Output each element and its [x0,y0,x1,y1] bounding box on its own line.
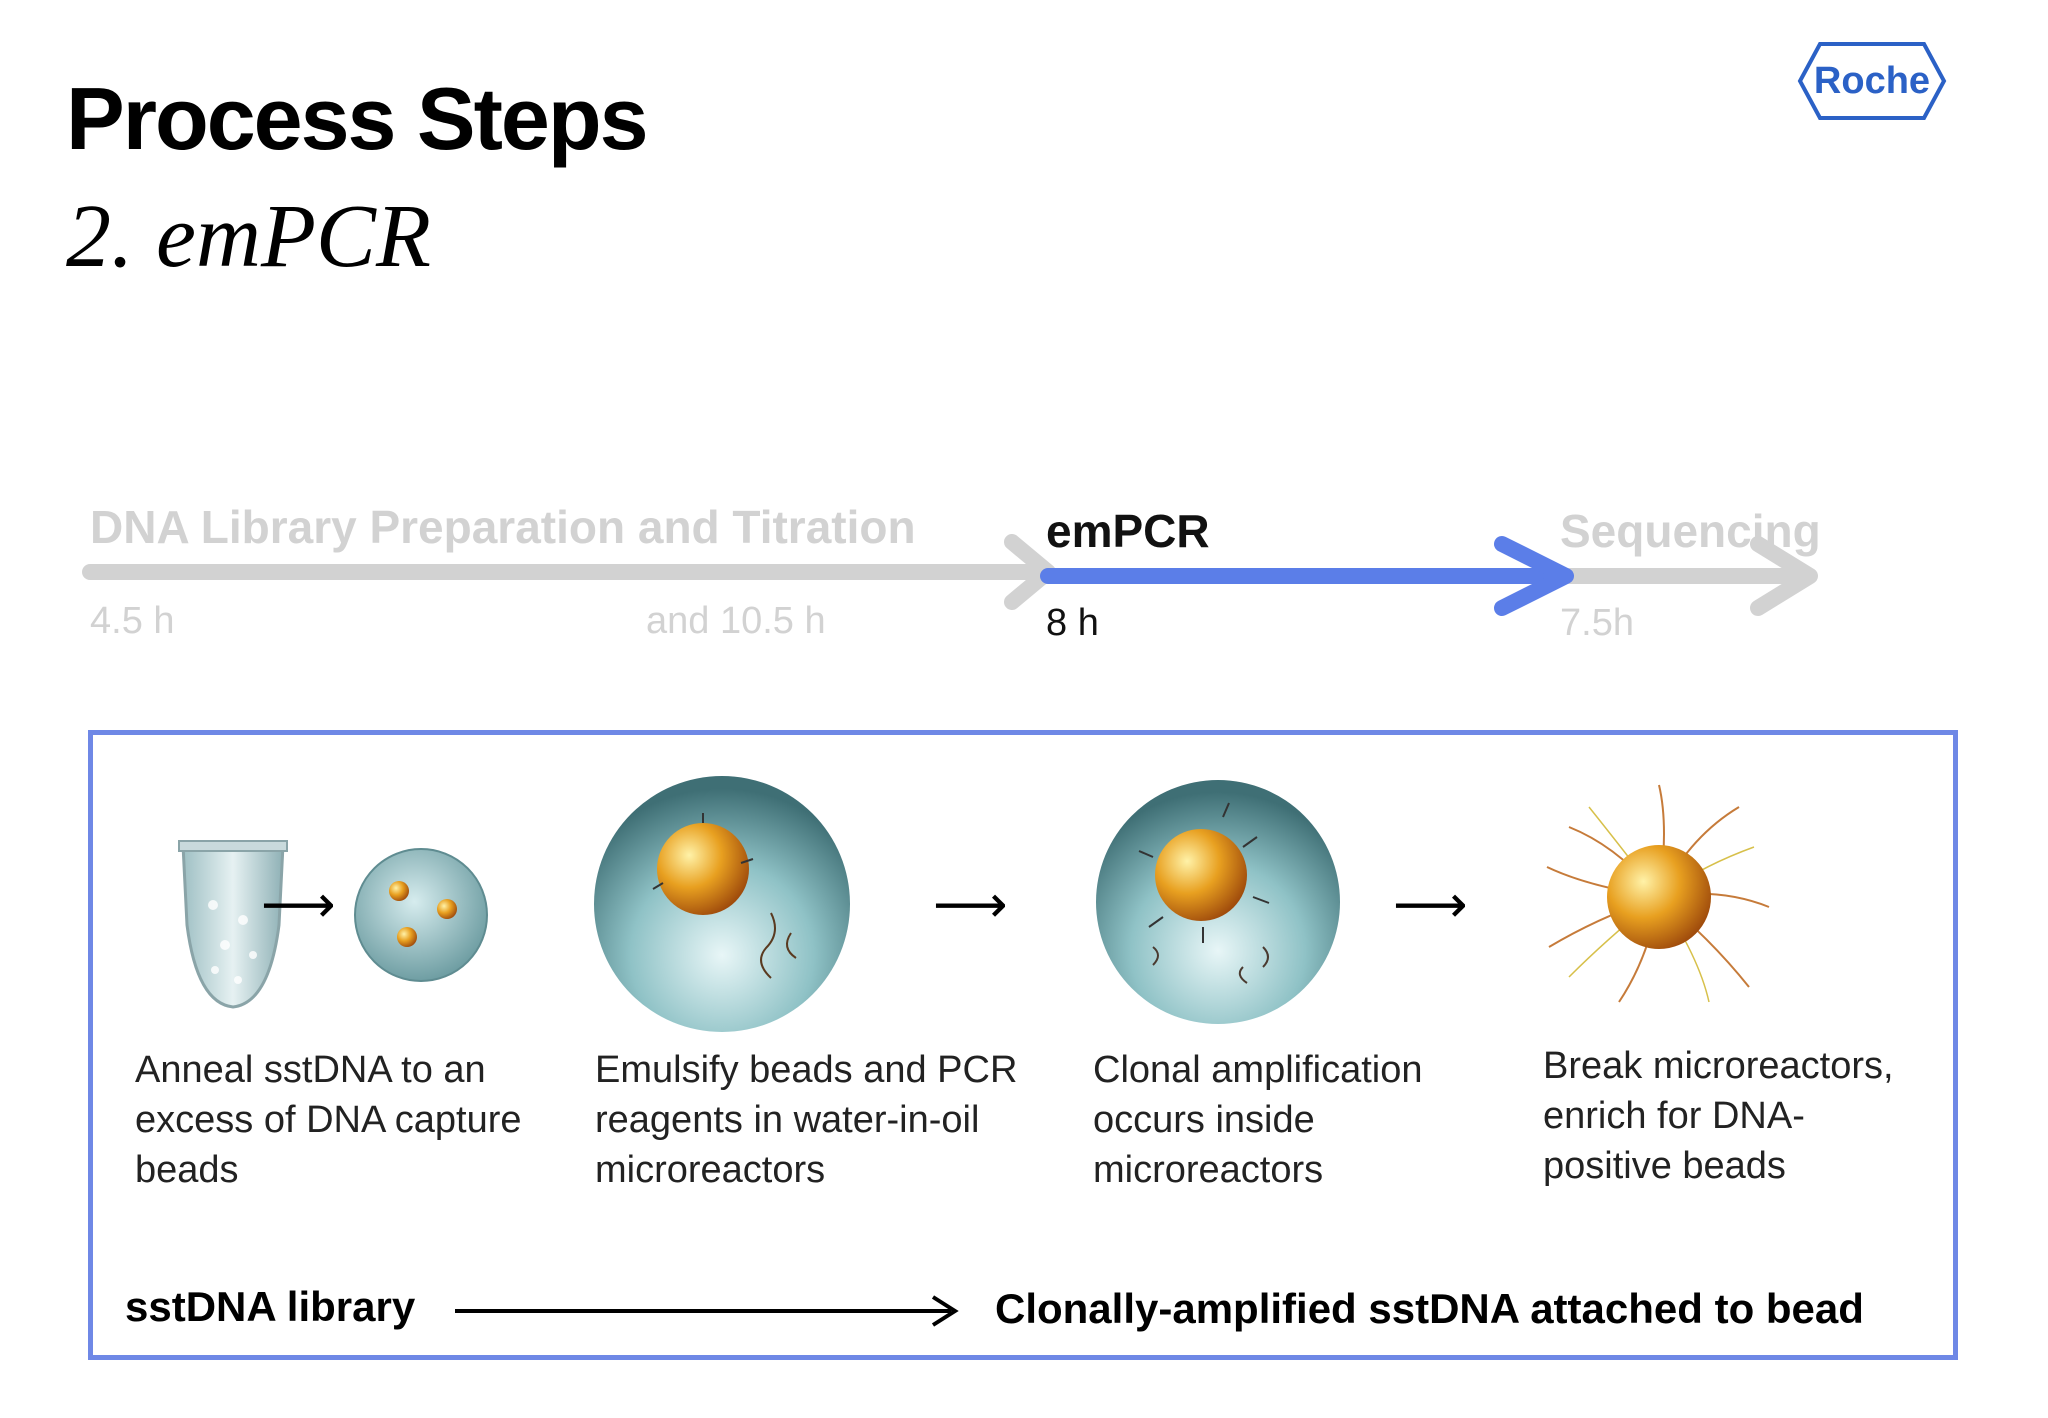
dna-bead-icon [1546,784,1770,1003]
stage-2-label: emPCR [1046,505,1210,557]
amplification-microreactor-icon [1096,780,1340,1024]
step-2-arrow: ⟶ [933,876,1008,934]
tube-icon [178,840,288,1009]
stage-1-time-end: and 10.5 h [646,600,826,642]
page-title: Process Steps [66,69,649,168]
microreactor-icon [594,776,850,1032]
stage-2-time: 8 h [1046,602,1099,644]
flow-arrow [455,1295,959,1327]
step-1-arrow: ⟶ [261,876,336,934]
timeline-arrows [82,534,1818,616]
stage-3-time: 7.5h [1560,602,1634,644]
step-1-text: Anneal sstDNA to an excess of DNA captur… [135,1049,522,1191]
stage-3-label: Sequencing [1560,505,1821,557]
page-subtitle: 2. emPCR [66,187,431,286]
stage-1-label: DNA Library Preparation and Titration [90,501,916,553]
roche-logo: Roche [1796,40,1948,122]
logo-label: Roche [1813,60,1931,102]
flow-start-label: sstDNA library [125,1283,416,1330]
process-panel: ⟶ [88,730,1958,1360]
step-4-text: Break microreactors, enrich for DNA-posi… [1543,1045,1894,1187]
stage-1-time-start: 4.5 h [90,600,175,642]
step-3-arrow: ⟶ [1393,876,1468,934]
step-2-text: Emulsify beads and PCR reagents in water… [595,1049,1018,1191]
stage-2-arrowhead [1494,536,1574,616]
process-timeline: DNA Library Preparation and Titration 4.… [0,490,2048,670]
hexagon-logo-icon [1797,42,1947,120]
small-droplet-icon [354,848,488,982]
flow-end-label: Clonally-amplified sstDNA attached to be… [995,1285,1864,1332]
step-3-text: Clonal amplification occurs inside micro… [1093,1049,1423,1191]
stage-3-arrowhead [1750,536,1818,616]
